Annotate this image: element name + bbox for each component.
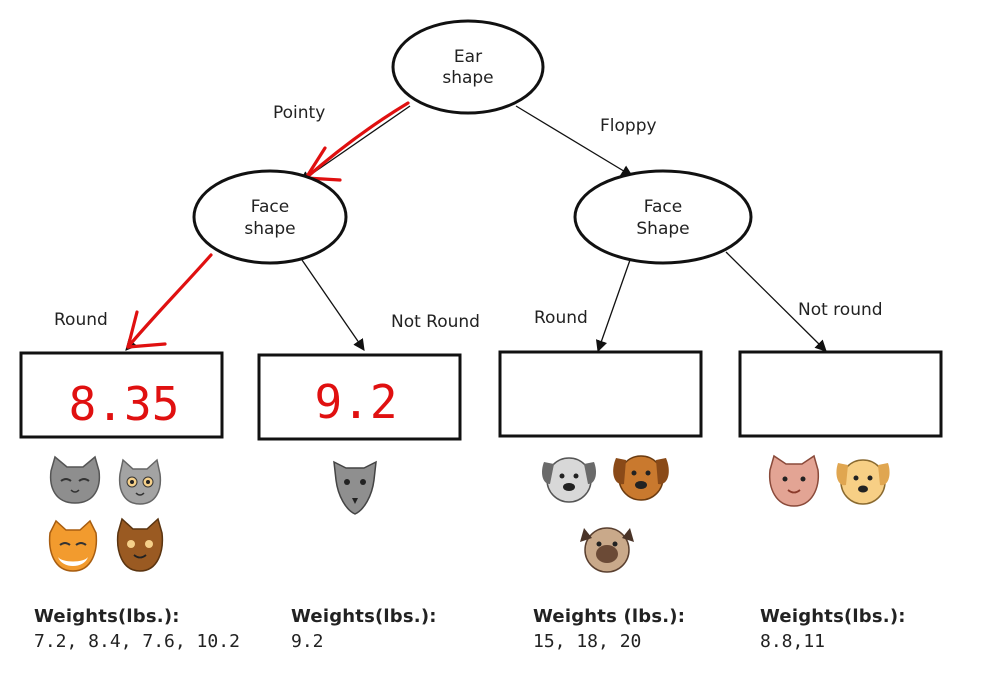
- yellow-dog-icon: [836, 459, 890, 505]
- left-node-line2: shape: [244, 219, 295, 239]
- gray-dog-icon: [542, 457, 596, 503]
- edge-label-floppy: Floppy: [600, 116, 657, 136]
- weights-values: 9.2: [291, 631, 324, 652]
- weights-values: 15, 18, 20: [533, 631, 642, 652]
- brown-dog-icon: [613, 455, 669, 501]
- left-node-line1: Face: [251, 197, 289, 217]
- edge-label-left-not-round: Not Round: [391, 312, 480, 332]
- leaf-box-4: [738, 350, 943, 438]
- edge-label-right-round: Round: [534, 308, 588, 328]
- edge-left-not-round: [301, 259, 365, 351]
- gray-cat-icon: [49, 455, 101, 504]
- gray-cat-icon: [333, 460, 377, 515]
- tan-dog-icon: [580, 527, 634, 573]
- weights-caption-2: Weights(lbs.): 9.2: [291, 606, 437, 652]
- weights-title: Weights (lbs.):: [533, 606, 686, 627]
- pink-cat-icon: [768, 454, 820, 507]
- weights-title: Weights(lbs.):: [760, 606, 906, 627]
- edge-label-left-round: Round: [54, 310, 108, 330]
- leaf-box-3: [498, 350, 703, 438]
- right-node-line2: Shape: [636, 219, 689, 239]
- right-node-line1: Face: [644, 197, 682, 217]
- weights-values: 8.8,11: [760, 631, 826, 652]
- left-node-face-shape: [192, 169, 348, 265]
- root-node-line2: shape: [442, 68, 493, 88]
- weights-caption-3: Weights (lbs.): 15, 18, 20: [533, 606, 685, 652]
- leaf-value-2: 9.2: [314, 375, 397, 429]
- leaf-box-1: [19, 351, 224, 439]
- leaf-box-2: [257, 353, 462, 441]
- edge-right-not-round: [725, 251, 827, 352]
- weights-title: Weights(lbs.):: [291, 606, 437, 627]
- edge-label-right-not-round: Not round: [798, 300, 883, 320]
- leaf-value-1: 8.35: [69, 377, 180, 431]
- root-node-ear-shape: [391, 19, 545, 115]
- orange-cat-icon: [48, 519, 98, 572]
- gray-cat-icon: [118, 458, 162, 505]
- weights-values: 7.2, 8.4, 7.6, 10.2: [34, 631, 240, 652]
- right-node-face-shape: [573, 169, 753, 265]
- weights-caption-4: Weights(lbs.): 8.8,11: [760, 606, 906, 652]
- weights-title: Weights(lbs.):: [34, 606, 180, 627]
- edge-label-pointy: Pointy: [273, 103, 325, 123]
- brown-cat-icon: [116, 517, 164, 572]
- weights-caption-1: Weights(lbs.): 7.2, 8.4, 7.6, 10.2: [34, 606, 240, 652]
- root-node-line1: Ear: [454, 47, 482, 67]
- edge-floppy: [515, 105, 634, 177]
- edge-right-round: [595, 259, 631, 353]
